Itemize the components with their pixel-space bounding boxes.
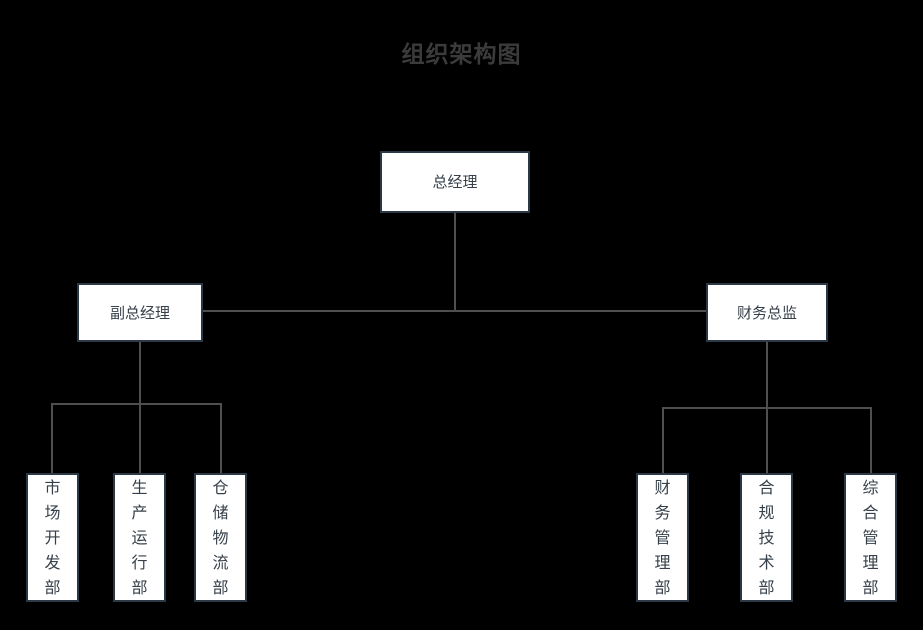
node-production-operations[interactable]: 生 产 运 行 部 bbox=[113, 473, 166, 602]
connector-root-stem bbox=[454, 213, 456, 312]
connector-left-branch-bus bbox=[51, 403, 222, 405]
node-production-operations-label: 生 产 运 行 部 bbox=[131, 478, 148, 597]
node-financial-management-label: 财 务 管 理 部 bbox=[654, 478, 671, 597]
connector-drop-market-development bbox=[51, 403, 53, 474]
connector-deputy-gm-stem bbox=[139, 342, 141, 404]
node-warehouse-logistics-label: 仓 储 物 流 部 bbox=[212, 478, 229, 597]
page-title: 组织架构图 bbox=[401, 42, 522, 68]
connector-finance-director-stem bbox=[766, 342, 768, 409]
node-deputy-general-manager-label: 副总经理 bbox=[109, 303, 170, 322]
node-compliance-technology[interactable]: 合 规 技 术 部 bbox=[740, 473, 793, 602]
node-compliance-technology-label: 合 规 技 术 部 bbox=[758, 478, 775, 597]
node-general-manager[interactable]: 总经理 bbox=[380, 151, 530, 213]
connector-drop-warehouse-logistics bbox=[220, 403, 222, 474]
connector-drop-production-operations bbox=[139, 403, 141, 474]
connector-drop-financial-management bbox=[662, 407, 664, 474]
node-general-management[interactable]: 综 合 管 理 部 bbox=[844, 473, 897, 602]
node-general-management-label: 综 合 管 理 部 bbox=[862, 478, 879, 597]
node-warehouse-logistics[interactable]: 仓 储 物 流 部 bbox=[194, 473, 247, 602]
node-finance-director[interactable]: 财务总监 bbox=[706, 283, 828, 342]
node-market-development-label: 市 场 开 发 部 bbox=[44, 478, 61, 597]
connector-drop-general-management bbox=[870, 407, 872, 474]
node-financial-management[interactable]: 财 务 管 理 部 bbox=[636, 473, 689, 602]
node-general-manager-label: 总经理 bbox=[432, 173, 478, 191]
node-market-development[interactable]: 市 场 开 发 部 bbox=[26, 473, 79, 602]
connector-level1-bus bbox=[203, 310, 707, 312]
node-finance-director-label: 财务总监 bbox=[736, 303, 797, 322]
connector-drop-compliance-technology bbox=[766, 407, 768, 474]
node-deputy-general-manager[interactable]: 副总经理 bbox=[77, 283, 203, 342]
